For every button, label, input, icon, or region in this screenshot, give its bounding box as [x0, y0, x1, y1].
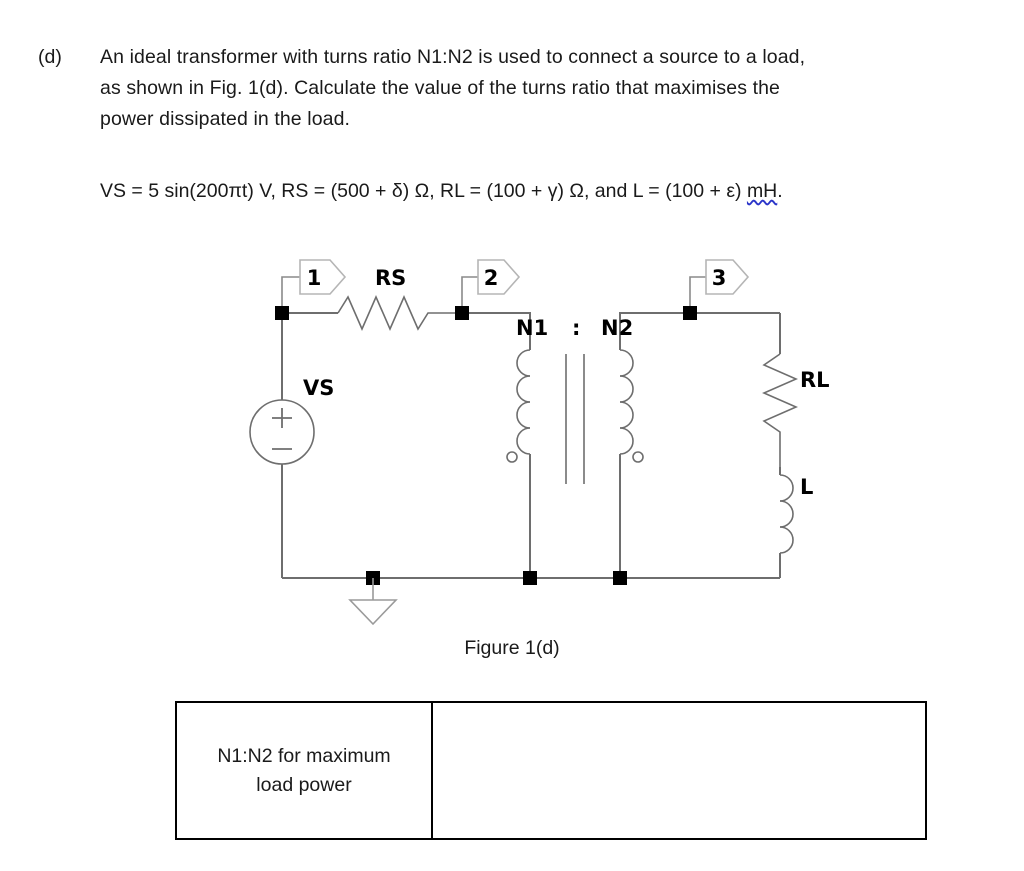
question-row: (d) An ideal transformer with turns rati…: [38, 42, 1000, 135]
node-flag-2: 2: [461, 259, 521, 313]
junction-node-1: [275, 306, 289, 320]
ground-symbol: [348, 578, 398, 626]
circuit-figure: VS RS N1 : N2 RL L: [0, 232, 1024, 632]
question-marker: (d): [38, 46, 62, 68]
given-values-misspelled-word: mH: [746, 180, 778, 202]
wire-group-secondary: [619, 312, 798, 578]
transformer-primary-loop-3: [516, 401, 531, 429]
answer-label-line-2: load power: [256, 773, 352, 796]
node-flag-3-label: 3: [712, 266, 727, 290]
answer-table: N1:N2 for maximum load power: [175, 701, 927, 840]
label-ratio-colon: :: [572, 316, 580, 340]
transformer-symbol: [506, 349, 644, 490]
node-flag-3: 3: [689, 259, 750, 313]
figure-caption: Figure 1(d): [464, 637, 560, 659]
inductor-l-loop-3: [779, 526, 794, 554]
label-n2: N2: [601, 316, 633, 340]
given-values-suffix: .: [777, 180, 783, 202]
question-line-2: as shown in Fig. 1(d). Calculate the val…: [100, 77, 780, 99]
answer-label-line-1: N1:N2 for maximum: [217, 744, 391, 767]
junction-node-primary-bottom: [523, 571, 537, 585]
resistor-rl-symbol: [762, 353, 798, 467]
node-flag-2-label: 2: [484, 266, 499, 290]
node-flag-1: 1: [281, 259, 347, 313]
given-values-line: VS = 5 sin(200πt) V, RS = (500 + δ) Ω, R…: [100, 178, 783, 205]
transformer-primary-polarity-dot: [506, 451, 518, 463]
inductor-l-loop-1: [779, 474, 794, 502]
label-rl: RL: [800, 368, 830, 392]
question-text: An ideal transformer with turns ratio N1…: [100, 42, 1000, 135]
label-l: L: [800, 475, 813, 499]
transformer-primary-loop-2: [516, 375, 531, 403]
voltage-source-vs: [249, 399, 315, 465]
junction-dots: [275, 306, 697, 585]
node-flag-1-label: 1: [307, 266, 322, 290]
label-vs: VS: [303, 376, 334, 400]
junction-node-secondary-bottom: [613, 571, 627, 585]
transformer-primary-loop-4: [516, 427, 531, 455]
label-rs: RS: [375, 266, 406, 290]
question-line-1: An ideal transformer with turns ratio N1…: [100, 46, 806, 68]
resistor-rs-symbol: [337, 295, 462, 331]
transformer-secondary-loop-3: [619, 401, 634, 429]
junction-node-2: [455, 306, 469, 320]
answer-label-text: N1:N2 for maximum load power: [217, 742, 390, 800]
circuit-diagram-svg: VS RS N1 : N2 RL L: [249, 259, 830, 626]
transformer-primary-loop-1: [516, 349, 531, 377]
transformer-secondary-loop-4: [619, 427, 634, 455]
question-block: (d) An ideal transformer with turns rati…: [38, 42, 1000, 135]
question-line-3: power dissipated in the load.: [100, 108, 351, 130]
transformer-secondary-loop-2: [619, 375, 634, 403]
transformer-secondary-loop-1: [619, 349, 634, 377]
label-n1: N1: [516, 316, 548, 340]
junction-node-3: [683, 306, 697, 320]
given-values-prefix: VS = 5 sin(200πt) V, RS = (500 + δ) Ω, R…: [100, 180, 747, 202]
answer-label-cell: N1:N2 for maximum load power: [177, 703, 433, 838]
answer-value-cell[interactable]: [433, 703, 925, 838]
transformer-secondary-polarity-dot: [632, 451, 644, 463]
inductor-l-loop-2: [779, 500, 794, 528]
